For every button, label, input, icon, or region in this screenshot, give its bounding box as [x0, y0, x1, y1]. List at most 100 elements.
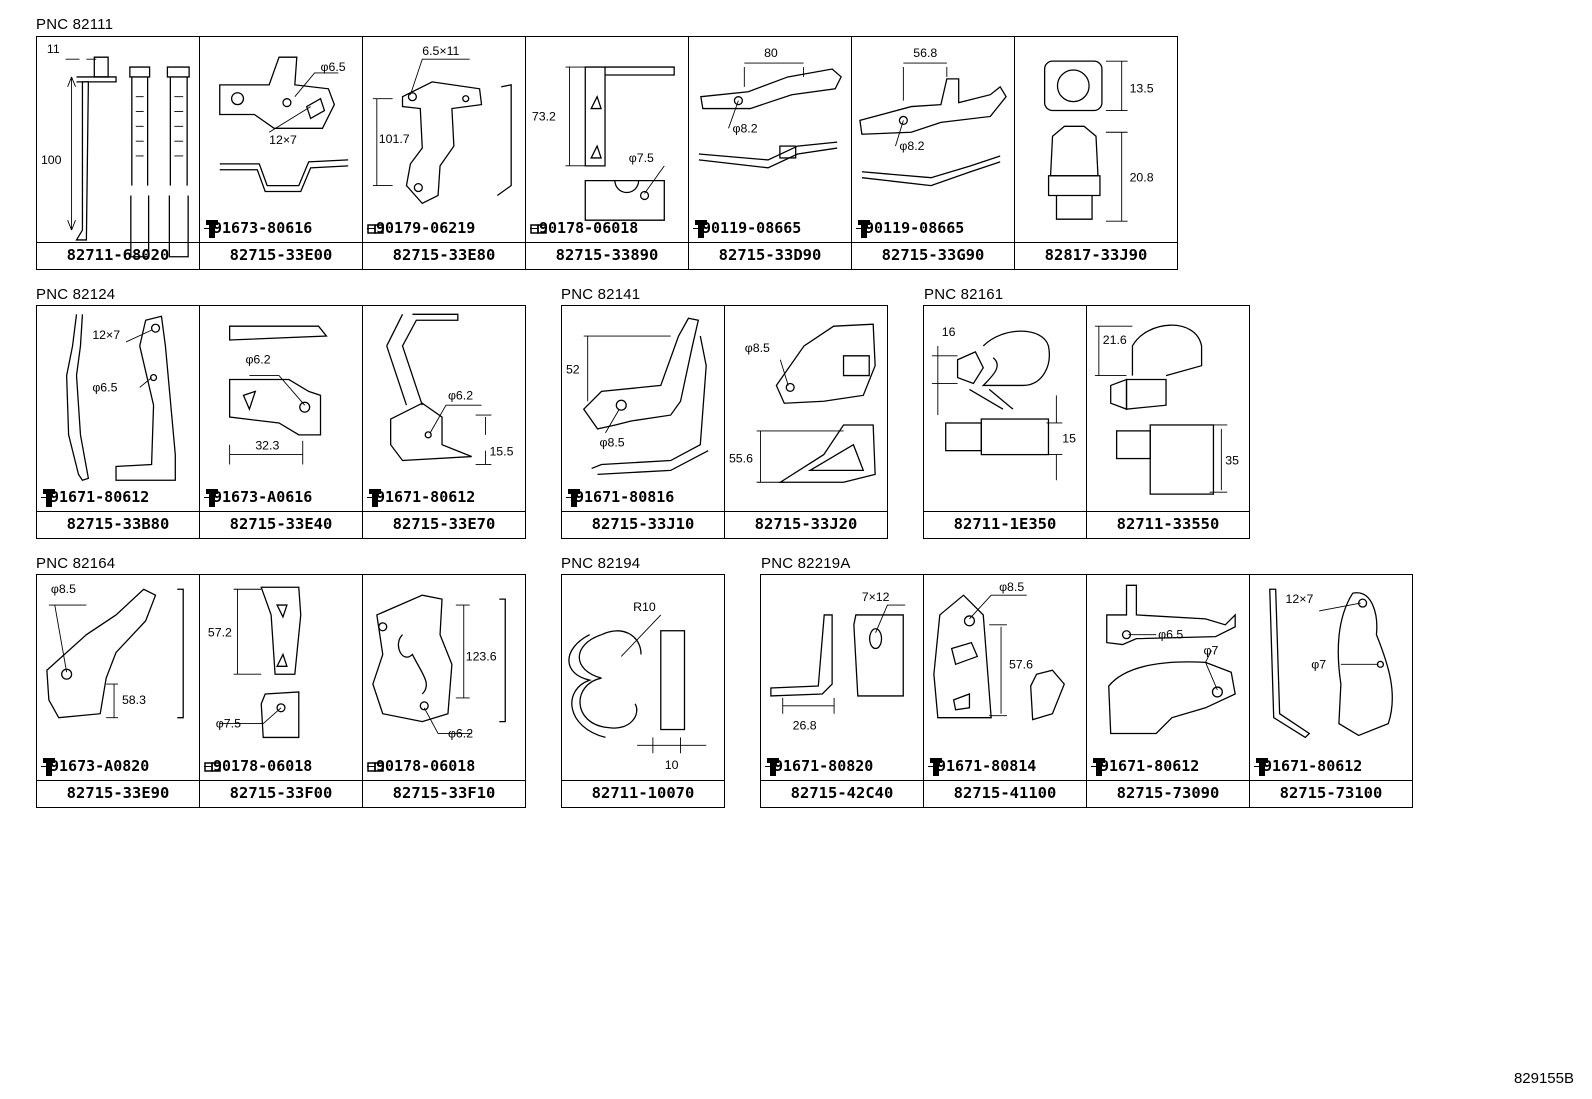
- bracket-drawing: 7×12 26.8: [770, 590, 906, 733]
- dim-hole: φ8.5: [600, 436, 625, 450]
- bolt-part-number[interactable]: 91671-80612: [376, 488, 476, 506]
- dim-radius: R10: [633, 600, 656, 614]
- bracket-drawing: φ8.5 58.3: [46, 582, 184, 719]
- bracket-drawing: φ6.2 32.3: [228, 325, 328, 465]
- bracket-drawing: 52 φ8.5: [566, 317, 709, 475]
- bolt-row: 90119-08665: [856, 219, 1012, 241]
- part-cell-82711-10070[interactable]: R10 10 82711-10070: [561, 574, 725, 808]
- part-cell-82715-33e90[interactable]: φ8.5 58.3 91673-A0820 82715-33E90: [36, 574, 200, 808]
- part-cell-82715-33d90[interactable]: 80 φ8.2 90119-08665 82715-33D90: [688, 36, 852, 270]
- part-cell-82715-33e80[interactable]: 6.5×11 101.7 90179-06219 82715-33E80: [362, 36, 526, 270]
- part-number[interactable]: 82711-10070: [562, 780, 724, 807]
- dim-hole: φ6.5: [321, 60, 346, 74]
- bolt-row: 91673-A0820: [41, 757, 197, 779]
- dim-slot: 6.5×11: [422, 44, 459, 58]
- part-cell-82715-33e00[interactable]: φ6.5 12×7 91673-80616 82715-33E00: [199, 36, 363, 270]
- part-cell-82715-33e70[interactable]: φ6.2 15.5 91671-80612 82715-33E70: [362, 305, 526, 539]
- part-number[interactable]: 82715-33890: [526, 242, 688, 269]
- part-number[interactable]: 82715-33F00: [200, 780, 362, 807]
- bracket-drawing: 12×7 φ6.5: [65, 314, 176, 482]
- flange-bolt-icon: [930, 758, 942, 776]
- part-number[interactable]: 82715-73090: [1087, 780, 1249, 807]
- dim-hole: φ6.2: [448, 388, 473, 402]
- part-number[interactable]: 82715-33E40: [200, 511, 362, 538]
- part-cell-82817-33j90[interactable]: 13.5 20.8 82817-33J90: [1014, 36, 1178, 270]
- group-label-82124: PNC 82124: [36, 286, 116, 303]
- dim-hole: φ6.2: [245, 353, 270, 367]
- bolt-part-number[interactable]: 91671-80612: [1100, 757, 1200, 775]
- bracket-drawing: 123.6 φ6.2: [372, 594, 506, 740]
- bolt-row: 91671-80814: [928, 757, 1084, 779]
- part-number[interactable]: 82711-68020: [37, 242, 199, 269]
- part-cell-82715-73090[interactable]: φ6.5 φ7 91671-80612 82715-73090: [1086, 574, 1250, 808]
- part-number[interactable]: 82711-1E350: [924, 511, 1086, 538]
- bolt-part-number[interactable]: 91673-A0820: [50, 757, 150, 775]
- flange-bolt-icon: [1256, 758, 1268, 776]
- part-cell-82711-33550[interactable]: 21.6 35 82711-33550: [1086, 305, 1250, 539]
- bolt-row: 91671-80816: [566, 488, 722, 510]
- bracket-drawing: φ8.5 57.6: [933, 580, 1066, 721]
- hex-bolt-icon: [204, 762, 221, 772]
- dim-height: 73.2: [532, 109, 556, 123]
- part-number[interactable]: 82711-33550: [1087, 511, 1249, 538]
- bolt-part-number[interactable]: 91671-80820: [774, 757, 874, 775]
- part-number[interactable]: 82715-33J20: [725, 511, 887, 538]
- dim-height: 55.6: [729, 452, 753, 466]
- dim-height: 123.6: [466, 649, 497, 663]
- part-cell-82715-33e40[interactable]: φ6.2 32.3 91673-A0616 82715-33E40: [199, 305, 363, 539]
- bracket-drawing: φ6.5 12×7: [219, 56, 349, 193]
- part-number[interactable]: 82715-33D90: [689, 242, 851, 269]
- bolt-part-number[interactable]: 91673-80616: [213, 219, 313, 237]
- dim-height: 15.5: [489, 445, 513, 459]
- part-cell-82715-33b80[interactable]: 12×7 φ6.5 91671-80612 82715-33B80: [36, 305, 200, 539]
- bolt-part-number[interactable]: 91671-80816: [575, 488, 675, 506]
- bolt-part-number[interactable]: 90178-06018: [213, 757, 313, 775]
- part-cell-82715-33j10[interactable]: 52 φ8.5 91671-80816 82715-33J10: [561, 305, 725, 539]
- part-cell-82715-33890[interactable]: 73.2 φ7.5 90178-06018 82715-33890: [525, 36, 689, 270]
- bolt-part-number[interactable]: 91671-80612: [50, 488, 150, 506]
- clip-drawing: 13.5 20.8: [1043, 60, 1154, 222]
- part-number[interactable]: 82715-33F10: [363, 780, 525, 807]
- bracket-drawing: 57.2 φ7.5: [208, 586, 302, 739]
- dim-length: 100: [41, 153, 62, 167]
- part-cell-82711-1e350[interactable]: 16 15 82711-1E350: [923, 305, 1087, 539]
- bolt-part-number[interactable]: 90179-06219: [376, 219, 476, 237]
- part-cell-82715-33f10[interactable]: 123.6 φ6.2 90178-06018 82715-33F10: [362, 574, 526, 808]
- dim-height: 101.7: [379, 132, 410, 146]
- flange-bolt-icon: [43, 489, 55, 507]
- bolt-part-number[interactable]: 91673-A0616: [213, 488, 313, 506]
- bolt-part-number[interactable]: 90178-06018: [539, 219, 639, 237]
- part-cell-82715-42c40[interactable]: 7×12 26.8 91671-80820 82715-42C40: [760, 574, 924, 808]
- group-label-82219a: PNC 82219A: [761, 555, 851, 572]
- part-cell-82711-68020[interactable]: 11 100 82711-68020: [36, 36, 200, 270]
- bolt-part-number[interactable]: 90119-08665: [865, 219, 965, 237]
- part-number[interactable]: 82715-33B80: [37, 511, 199, 538]
- part-number[interactable]: 82715-33E00: [200, 242, 362, 269]
- part-number[interactable]: 82715-33E70: [363, 511, 525, 538]
- part-number[interactable]: 82715-33G90: [852, 242, 1014, 269]
- flange-bolt-icon: [369, 489, 381, 507]
- part-number[interactable]: 82817-33J90: [1015, 242, 1177, 269]
- part-cell-82715-73100[interactable]: 12×7 φ7 91671-80612 82715-73100: [1249, 574, 1413, 808]
- bolt-row: 90178-06018: [530, 219, 686, 241]
- part-cell-82715-33g90[interactable]: 56.8 φ8.2 90119-08665 82715-33G90: [851, 36, 1015, 270]
- bolt-part-number[interactable]: 91671-80612: [1263, 757, 1363, 775]
- part-cell-82715-41100[interactable]: φ8.5 57.6 91671-80814 82715-41100: [923, 574, 1087, 808]
- part-number[interactable]: 82715-41100: [924, 780, 1086, 807]
- dim-width: 11: [47, 42, 60, 56]
- part-number[interactable]: 82715-33E80: [363, 242, 525, 269]
- dim-height-top: 16: [942, 325, 956, 339]
- group-label-82164: PNC 82164: [36, 555, 116, 572]
- part-number[interactable]: 82715-42C40: [761, 780, 923, 807]
- bolt-part-number[interactable]: 90119-08665: [702, 219, 802, 237]
- part-number[interactable]: 82715-73100: [1250, 780, 1412, 807]
- bracket-drawing: 80 φ8.2: [698, 46, 842, 169]
- bolt-part-number[interactable]: 90178-06018: [376, 757, 476, 775]
- part-number[interactable]: 82715-33J10: [562, 511, 724, 538]
- dim-height: 20.8: [1130, 171, 1154, 185]
- bolt-part-number[interactable]: 91671-80814: [937, 757, 1037, 775]
- part-cell-82715-33j20[interactable]: φ8.5 55.6 82715-33J20: [724, 305, 888, 539]
- part-number[interactable]: 82715-33E90: [37, 780, 199, 807]
- part-cell-82715-33f00[interactable]: 57.2 φ7.5 90178-06018 82715-33F00: [199, 574, 363, 808]
- clamp-drawing: 21.6 35: [1094, 324, 1239, 495]
